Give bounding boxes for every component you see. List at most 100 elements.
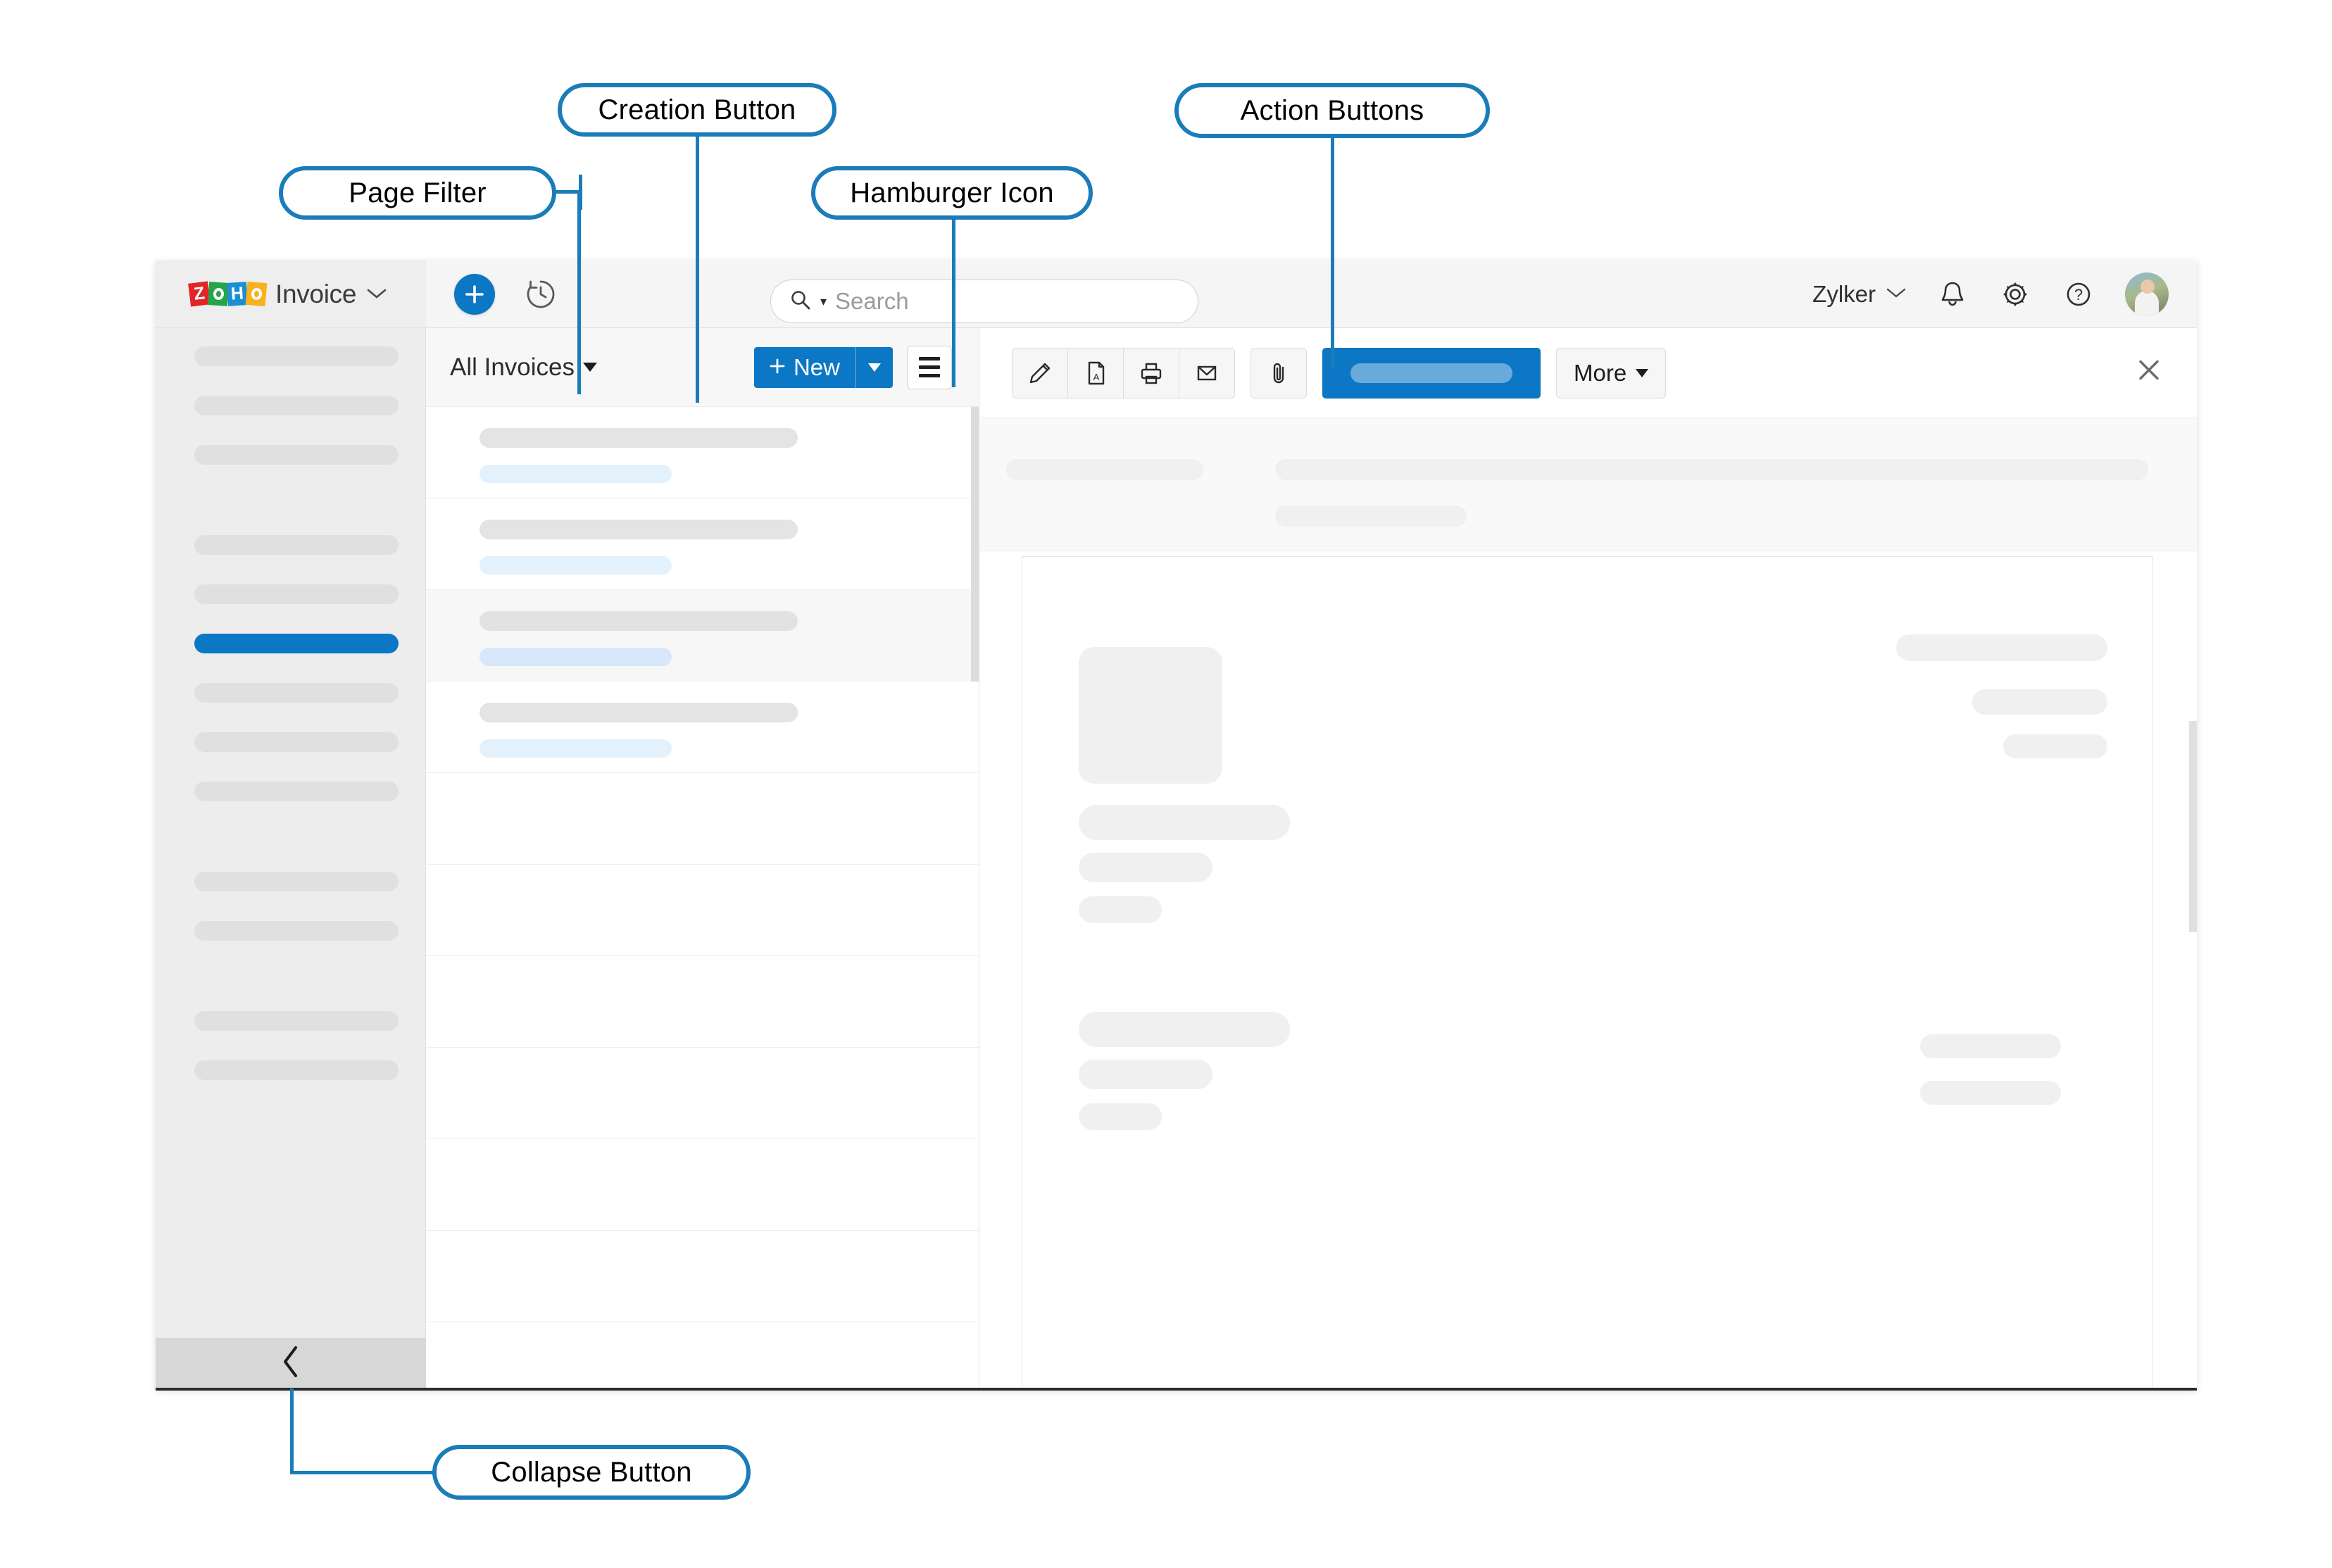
svg-text:?: ? [2074, 286, 2083, 303]
chevron-down-icon[interactable] [1886, 284, 1907, 303]
body-skeleton-2 [1079, 853, 1212, 882]
product-name: Invoice [275, 279, 357, 308]
attachment-button[interactable] [1250, 347, 1307, 399]
total-skeleton-2 [1920, 1081, 2061, 1105]
sidebar-item-2[interactable] [194, 396, 399, 415]
callout-label: Page Filter [349, 177, 487, 208]
brand-area[interactable]: Z H Invoice [156, 261, 426, 327]
edit-button[interactable] [1013, 348, 1068, 398]
address-skeleton-1 [1896, 634, 2107, 661]
sidebar-item-9[interactable] [194, 782, 399, 801]
detail-scrollbar[interactable] [2189, 721, 2197, 932]
body-skeleton-5 [1079, 1060, 1212, 1089]
collapse-button[interactable] [156, 1338, 426, 1390]
sidebar-item-8[interactable] [194, 732, 399, 752]
chevron-left-icon [280, 1343, 301, 1385]
caret-down-icon[interactable] [583, 363, 598, 372]
table-row[interactable] [426, 956, 979, 1048]
leader-creation-vertical [696, 135, 699, 403]
sidebar [156, 328, 426, 1390]
table-row[interactable] [426, 498, 979, 590]
row-skeleton-primary [479, 428, 798, 448]
plus-icon [768, 354, 786, 381]
address-skeleton-3 [2003, 734, 2107, 758]
question-circle-icon[interactable]: ? [2062, 277, 2095, 311]
email-button[interactable] [1179, 348, 1234, 398]
sidebar-item-1[interactable] [194, 346, 399, 366]
table-row[interactable] [426, 1231, 979, 1322]
svg-text:A: A [1093, 372, 1100, 382]
window-bottom-edge [156, 1388, 2197, 1391]
table-row[interactable] [426, 773, 979, 865]
body-skeleton-6 [1079, 1103, 1162, 1130]
sidebar-item-4[interactable] [194, 535, 399, 555]
sidebar-item-active[interactable] [194, 634, 399, 653]
callout-label: Action Buttons [1240, 94, 1424, 126]
table-row[interactable] [426, 682, 979, 773]
sidebar-item-5[interactable] [194, 584, 399, 604]
sidebar-item-10[interactable] [194, 872, 399, 891]
callout-hamburger-icon: Hamburger Icon [811, 166, 1093, 220]
table-row[interactable] [426, 1139, 979, 1231]
body-skeleton-1 [1079, 805, 1290, 840]
search-bar[interactable]: ▾ Search [770, 280, 1198, 323]
sidebar-item-3[interactable] [194, 445, 399, 465]
top-header-bar: Z H Invoice [156, 261, 2197, 328]
quick-actions-group [426, 261, 560, 327]
search-input[interactable]: Search [835, 288, 909, 314]
caret-down-icon [1636, 368, 1649, 377]
avatar[interactable] [2125, 272, 2169, 316]
invoice-list [426, 407, 979, 1390]
leader-collapse-horizontal [290, 1471, 437, 1474]
address-skeleton-2 [1972, 689, 2107, 715]
callout-page-filter: Page Filter [279, 166, 556, 220]
invoice-document-card [1022, 556, 2153, 1390]
new-button-dropdown[interactable] [856, 347, 893, 388]
table-row[interactable] [426, 1048, 979, 1139]
bell-icon[interactable] [1936, 277, 1969, 311]
new-button[interactable]: New [753, 346, 893, 388]
table-row[interactable] [426, 865, 979, 956]
callout-label: Creation Button [598, 94, 796, 125]
hamburger-icon[interactable] [907, 345, 952, 389]
callout-label: Hamburger Icon [850, 177, 1054, 208]
sidebar-item-11[interactable] [194, 921, 399, 941]
subheader-skeleton-mid [1275, 506, 1467, 527]
total-skeleton-1 [1920, 1034, 2061, 1058]
document-actions-cluster: A [1012, 347, 1235, 399]
list-scrollbar[interactable] [971, 407, 979, 682]
row-skeleton-primary [479, 520, 798, 539]
zoho-logo-icon: Z H [188, 279, 268, 310]
more-button-label: More [1574, 359, 1627, 386]
detail-toolbar: A [979, 328, 2197, 418]
row-skeleton-secondary [479, 465, 672, 483]
create-new-button[interactable] [454, 273, 495, 315]
callout-creation-button: Creation Button [558, 83, 836, 137]
primary-action-button[interactable] [1322, 347, 1541, 399]
leader-action-vertical [1331, 137, 1334, 369]
caret-down-icon [868, 363, 881, 372]
table-row[interactable] [426, 407, 979, 498]
gear-icon[interactable] [1998, 277, 2032, 311]
body-skeleton-4 [1079, 1012, 1290, 1047]
new-button-label: New [793, 353, 840, 380]
row-skeleton-primary [479, 611, 798, 631]
print-button[interactable] [1124, 348, 1179, 398]
callout-action-buttons: Action Buttons [1174, 83, 1490, 138]
sidebar-item-7[interactable] [194, 683, 399, 703]
more-button[interactable]: More [1556, 347, 1667, 399]
sidebar-item-13[interactable] [194, 1060, 399, 1080]
pdf-button[interactable]: A [1068, 348, 1124, 398]
clock-history-icon[interactable] [522, 275, 560, 313]
org-switcher[interactable]: Zylker [1812, 280, 1876, 307]
page-filter[interactable]: All Invoices [450, 353, 575, 381]
row-skeleton-secondary [479, 648, 672, 666]
caret-down-icon[interactable]: ▾ [820, 294, 827, 308]
row-skeleton-secondary [479, 739, 672, 758]
close-icon[interactable] [2133, 354, 2164, 391]
row-skeleton-primary [479, 703, 798, 722]
row-skeleton-secondary [479, 556, 672, 575]
table-row-selected[interactable] [426, 590, 979, 682]
sidebar-item-12[interactable] [194, 1011, 399, 1031]
chevron-down-icon[interactable] [366, 284, 387, 303]
